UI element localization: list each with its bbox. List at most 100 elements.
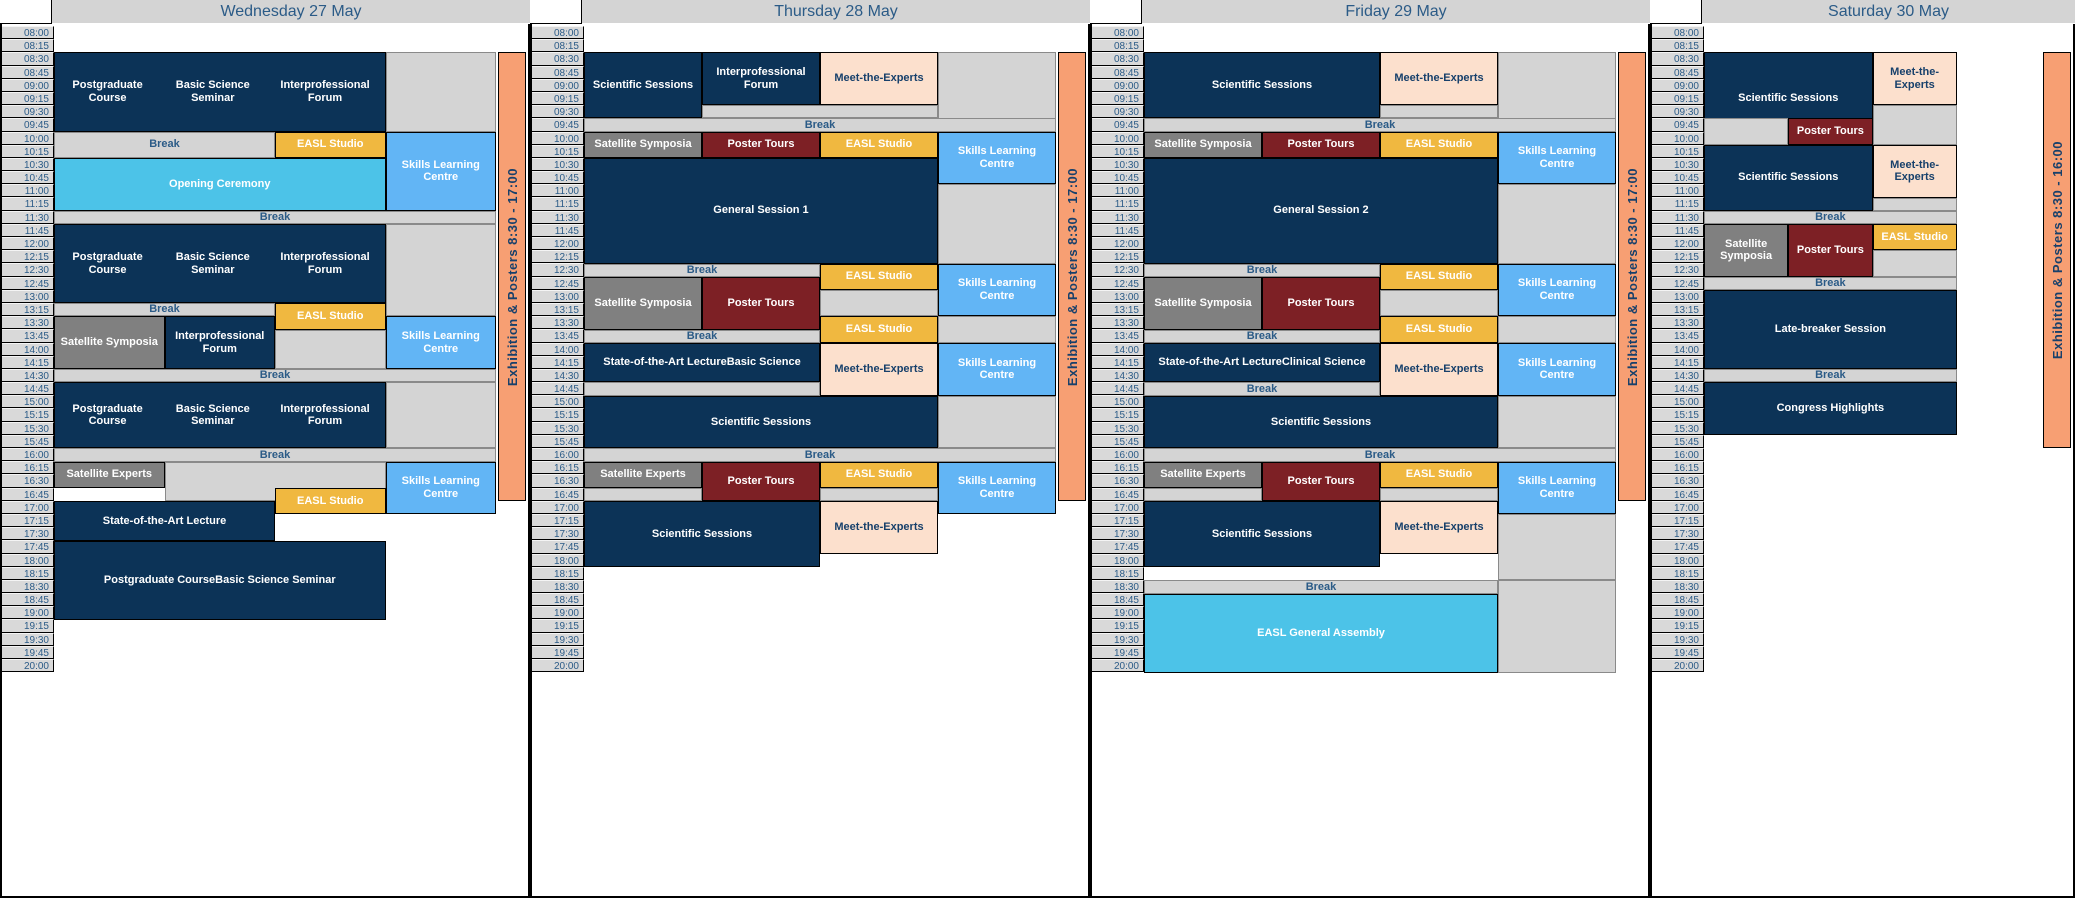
- session-block[interactable]: Scientific Sessions: [1144, 52, 1380, 119]
- session-block[interactable]: Break: [54, 210, 496, 224]
- session-block[interactable]: EASL Studio: [275, 131, 386, 158]
- session-block[interactable]: Break: [1144, 580, 1498, 594]
- session-block[interactable]: Poster Tours: [1262, 461, 1380, 502]
- session-block[interactable]: EASL Studio: [1380, 316, 1498, 343]
- session-block[interactable]: Break: [584, 118, 1056, 132]
- session-block[interactable]: Satellite Experts: [1144, 461, 1262, 488]
- session-block[interactable]: Meet-the-Experts: [820, 501, 938, 554]
- session-block[interactable]: Satellite Experts: [54, 461, 165, 488]
- session-block[interactable]: EASL General Assembly: [1144, 593, 1498, 673]
- exhibition-posters-strip[interactable]: Exhibition & Posters 8:30 - 17:00: [1618, 52, 1646, 502]
- time-label: 09:45: [2, 118, 54, 132]
- session-block[interactable]: Skills Learning Centre: [385, 461, 496, 515]
- session-block[interactable]: Break: [54, 448, 496, 462]
- session-block[interactable]: EASL Studio: [1872, 224, 1957, 251]
- session-block[interactable]: Interprofessional Forum: [702, 52, 820, 106]
- session-block[interactable]: Skills Learning Centre: [938, 461, 1056, 515]
- session-block[interactable]: Break: [1144, 263, 1380, 277]
- session-block[interactable]: Break: [1704, 276, 1957, 290]
- session-block[interactable]: Meet-the-Experts: [1872, 144, 1957, 198]
- session-block[interactable]: Poster Tours: [702, 461, 820, 502]
- session-block[interactable]: Break: [54, 131, 275, 158]
- session-block[interactable]: EASL Studio: [820, 316, 938, 343]
- session-block[interactable]: EASL Studio: [1380, 131, 1498, 158]
- session-block[interactable]: Poster Tours: [702, 131, 820, 158]
- exhibition-posters-strip[interactable]: Exhibition & Posters 8:30 - 17:00: [1058, 52, 1086, 502]
- session-block[interactable]: EASL Studio: [275, 488, 386, 515]
- session-block[interactable]: EASL Studio: [1380, 461, 1498, 488]
- session-block[interactable]: State-of-the-Art Lecture: [54, 501, 275, 541]
- session-block[interactable]: General Session 1: [584, 158, 938, 264]
- session-block[interactable]: Scientific Sessions: [1144, 395, 1498, 449]
- session-block[interactable]: Satellite Symposia: [1144, 276, 1262, 330]
- session-block[interactable]: Meet-the-Experts: [1872, 52, 1957, 106]
- session-block[interactable]: Poster Tours: [1262, 276, 1380, 330]
- session-block[interactable]: Break: [1144, 118, 1616, 132]
- session-block[interactable]: Break: [1144, 448, 1616, 462]
- time-label: 17:00: [1092, 500, 1144, 514]
- session-block[interactable]: Skills Learning Centre: [1498, 131, 1616, 185]
- session-block[interactable]: Break: [54, 303, 275, 317]
- session-block[interactable]: Scientific Sessions: [1144, 501, 1380, 568]
- session-block[interactable]: Break: [584, 448, 1056, 462]
- session-block[interactable]: Break: [1704, 210, 1957, 224]
- session-block[interactable]: Poster Tours: [1262, 131, 1380, 158]
- session-block[interactable]: Meet-the-Experts: [1380, 342, 1498, 396]
- session-block[interactable]: EASL Studio: [820, 461, 938, 488]
- session-block[interactable]: Satellite Symposia: [1704, 224, 1789, 277]
- session-block[interactable]: Skills Learning Centre: [1498, 263, 1616, 317]
- session-block[interactable]: Break: [1704, 369, 1957, 383]
- session-block[interactable]: Interprofessional Forum: [164, 316, 275, 370]
- session-block[interactable]: Skills Learning Centre: [938, 263, 1056, 317]
- time-label: 17:15: [1092, 513, 1144, 528]
- session-block[interactable]: Scientific Sessions: [1704, 144, 1873, 211]
- session-block[interactable]: General Session 2: [1144, 158, 1498, 264]
- session-block[interactable]: Break: [584, 329, 820, 343]
- session-block[interactable]: Skills Learning Centre: [385, 316, 496, 370]
- session-block[interactable]: Break: [584, 263, 820, 277]
- session-block[interactable]: Satellite Symposia: [1144, 131, 1262, 158]
- session-block[interactable]: Opening Ceremony: [54, 158, 386, 211]
- empty-slot-block: [938, 395, 1056, 449]
- session-block[interactable]: Meet-the-Experts: [1380, 52, 1498, 106]
- session-block[interactable]: Satellite Symposia: [584, 276, 702, 330]
- time-label: 14:15: [532, 355, 584, 369]
- session-block[interactable]: Skills Learning Centre: [385, 131, 496, 211]
- session-block[interactable]: Break: [54, 369, 496, 383]
- session-block[interactable]: Skills Learning Centre: [1498, 342, 1616, 396]
- session-block[interactable]: Satellite Experts: [584, 461, 702, 488]
- session-block[interactable]: Scientific Sessions: [584, 52, 702, 119]
- session-block[interactable]: EASL Studio: [275, 303, 386, 330]
- exhibition-posters-strip[interactable]: Exhibition & Posters 8:30 - 16:00: [2043, 52, 2071, 449]
- session-block[interactable]: Late-breaker Session: [1704, 290, 1957, 370]
- session-block[interactable]: Scientific Sessions: [584, 501, 820, 568]
- session-block[interactable]: Skills Learning Centre: [938, 131, 1056, 185]
- session-block[interactable]: Meet-the-Experts: [820, 342, 938, 396]
- session-block[interactable]: Poster Tours: [1788, 118, 1873, 145]
- session-block[interactable]: Break: [1144, 329, 1380, 343]
- session-block[interactable]: Skills Learning Centre: [938, 342, 1056, 396]
- session-block[interactable]: EASL Studio: [1380, 263, 1498, 290]
- time-label: 09:00: [1092, 78, 1144, 92]
- session-block[interactable]: Poster Tours: [1788, 224, 1873, 277]
- session-block[interactable]: Meet-the-Experts: [1380, 501, 1498, 554]
- session-block[interactable]: Meet-the-Experts: [820, 52, 938, 106]
- session-block[interactable]: EASL Studio: [820, 263, 938, 290]
- exhibition-posters-strip[interactable]: Exhibition & Posters 8:30 - 17:00: [498, 52, 526, 502]
- session-block[interactable]: Scientific Sessions: [584, 395, 938, 449]
- session-block[interactable]: Break: [1144, 382, 1380, 396]
- time-label: 14:15: [1652, 355, 1704, 369]
- session-block[interactable]: EASL Studio: [820, 131, 938, 158]
- session-block[interactable]: Congress Highlights: [1704, 382, 1957, 436]
- session-block[interactable]: Skills Learning Centre: [1498, 461, 1616, 515]
- session-block[interactable]: Satellite Symposia: [54, 316, 165, 370]
- session-block[interactable]: Poster Tours: [702, 276, 820, 330]
- session-block[interactable]: Satellite Symposia: [584, 131, 702, 158]
- time-label: 15:30: [532, 421, 584, 435]
